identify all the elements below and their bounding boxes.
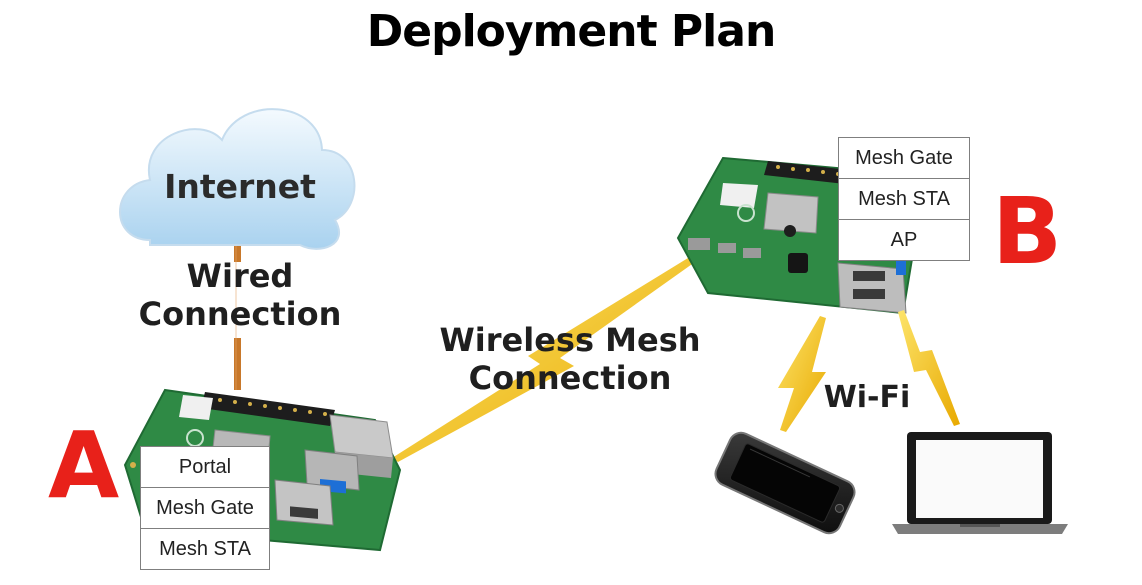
wireless-mesh-line-1: Wireless Mesh bbox=[439, 321, 701, 359]
node-a-role: Mesh Gate bbox=[141, 487, 269, 528]
laptop-icon bbox=[892, 432, 1068, 534]
wireless-mesh-label: Wireless Mesh Connection bbox=[420, 321, 720, 398]
wired-connection-label: Wired Connection bbox=[120, 257, 360, 334]
node-b-role: AP bbox=[839, 219, 969, 260]
node-b-role: Mesh Gate bbox=[855, 147, 953, 169]
wireless-mesh-line-2: Connection bbox=[468, 358, 672, 397]
diagram-title: Deployment Plan bbox=[366, 6, 777, 57]
node-b-role: Mesh STA bbox=[839, 178, 969, 219]
node-a-role: Portal bbox=[178, 456, 232, 478]
internet-cloud-icon bbox=[119, 108, 356, 250]
wifi-label: Wi-Fi bbox=[823, 380, 911, 415]
wifi-lightning-icon-right bbox=[898, 310, 960, 426]
internet-label: Internet bbox=[164, 167, 316, 206]
wifi-lightning-icon-left bbox=[778, 316, 826, 432]
node-b-letter: B bbox=[992, 178, 1063, 285]
node-a-letter: A bbox=[48, 412, 120, 519]
mesh-lightning-icon bbox=[392, 258, 695, 462]
smartphone-icon bbox=[714, 431, 856, 535]
wired-connection-line-2: Connection bbox=[138, 294, 342, 333]
node-a-role: Mesh STA bbox=[141, 528, 269, 569]
node-a-roles-table: Portal Mesh Gate Mesh STA bbox=[140, 446, 270, 570]
wired-connection-line-1: Wired bbox=[186, 257, 294, 295]
wired-cable bbox=[234, 246, 241, 390]
node-b-roles-table: Mesh Gate Mesh STA AP bbox=[838, 137, 970, 261]
